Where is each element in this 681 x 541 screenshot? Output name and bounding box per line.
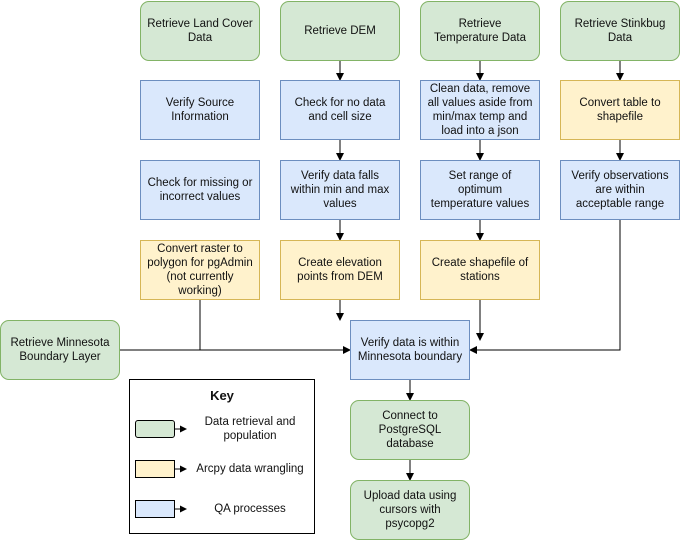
node-convert-raster: Convert raster to polygon for pgAdmin (n… <box>140 240 260 300</box>
node-verify-boundary: Verify data is within Minnesota boundary <box>350 320 470 380</box>
node-verify-observations: Verify observations are within acceptabl… <box>560 160 680 220</box>
node-clean-data: Clean data, remove all values aside from… <box>420 80 540 140</box>
node-label: Create shapefile of stations <box>431 257 529 283</box>
node-verify-min-max: Verify data falls within min and max val… <box>280 160 400 220</box>
node-label: Retrieve Land Cover Data <box>147 18 253 44</box>
node-label: Create elevation points from DEM <box>297 257 383 283</box>
node-label: Set range of optimum temperature values <box>430 170 530 210</box>
edge-observations-to-verify <box>469 220 621 354</box>
node-label: Verify observations are within acceptabl… <box>571 170 669 210</box>
legend-swatch-wrangling <box>135 460 175 478</box>
node-label: Upload data using cursors with psycopg2 <box>363 490 457 530</box>
node-check-no-data: Check for no data and cell size <box>280 80 400 140</box>
node-label: Convert raster to polygon for pgAdmin (n… <box>147 243 253 297</box>
node-retrieve-boundary: Retrieve Minnesota Boundary Layer <box>0 320 120 380</box>
node-label: Verify data is within Minnesota boundary <box>357 337 463 363</box>
node-label: Retrieve Stinkbug Data <box>574 18 666 44</box>
node-set-range: Set range of optimum temperature values <box>420 160 540 220</box>
node-upload-data: Upload data using cursors with psycopg2 <box>350 480 470 540</box>
node-create-stations: Create shapefile of stations <box>420 240 540 300</box>
legend-title: Key <box>210 388 234 403</box>
node-label: Convert table to shapefile <box>579 97 661 123</box>
node-check-missing: Check for missing or incorrect values <box>140 160 260 220</box>
legend-swatch-retrieval <box>135 420 175 438</box>
node-create-elevation: Create elevation points from DEM <box>280 240 400 300</box>
node-convert-table: Convert table to shapefile <box>560 80 680 140</box>
node-retrieve-land-cover: Retrieve Land Cover Data <box>140 1 260 61</box>
legend-label-wrangling: Arcpy data wrangling <box>196 463 304 475</box>
node-label: Verify data falls within min and max val… <box>290 170 390 210</box>
node-label: Retrieve Minnesota Boundary Layer <box>10 337 110 363</box>
node-retrieve-temperature: Retrieve Temperature Data <box>420 1 540 61</box>
node-connect-db: Connect to PostgreSQL database <box>350 400 470 460</box>
node-verify-source: Verify Source Information <box>140 80 260 140</box>
node-label: Clean data, remove all values aside from… <box>427 83 533 137</box>
legend-swatch-qa <box>135 500 175 518</box>
node-label: Retrieve Temperature Data <box>433 18 527 44</box>
legend-arrows <box>175 425 187 513</box>
node-label: Connect to PostgreSQL database <box>378 410 442 450</box>
node-retrieve-dem: Retrieve DEM <box>280 1 400 61</box>
node-label: Check for no data and cell size <box>294 97 386 123</box>
legend-label-qa: QA processes <box>214 503 286 515</box>
node-retrieve-stinkbug: Retrieve Stinkbug Data <box>560 1 680 61</box>
legend-label-retrieval: Data retrieval and population <box>204 416 296 442</box>
node-label: Retrieve DEM <box>304 25 376 37</box>
legend: Key Data retrieval and population Arcpy … <box>129 379 315 534</box>
node-label: Check for missing or incorrect values <box>147 177 253 203</box>
node-label: Verify Source Information <box>165 97 235 123</box>
